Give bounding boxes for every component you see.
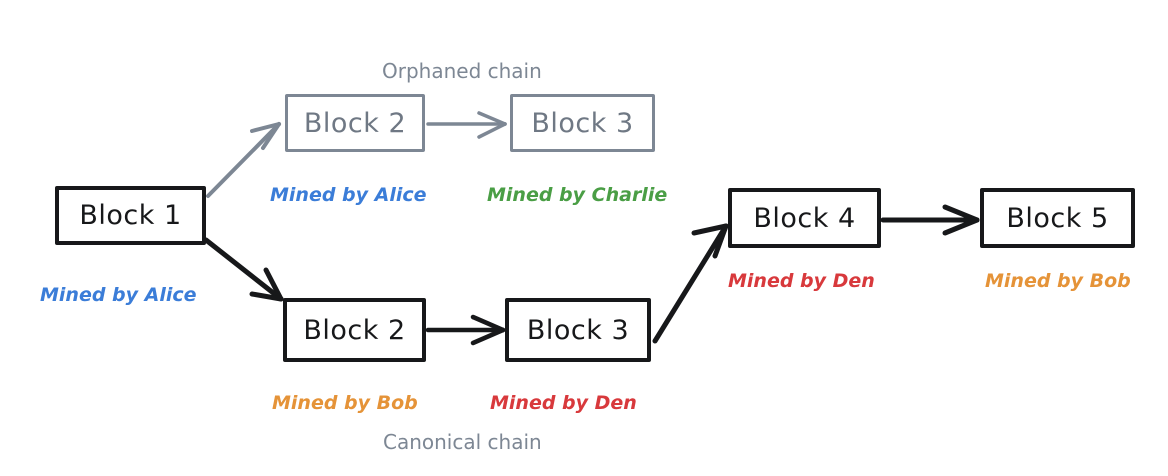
canonical-block-4-label: Block 4 xyxy=(753,202,856,234)
canonical-chain-caption: Canonical chain xyxy=(383,430,542,454)
orphan-block-2[interactable]: Block 2 xyxy=(285,94,425,152)
block-1-miner: Mined by Alice xyxy=(40,284,197,306)
canonical-block-2-miner: Mined by Bob xyxy=(272,392,418,414)
orphan-block-2-miner: Mined by Alice xyxy=(270,184,427,206)
edge-canon2-to-canon3 xyxy=(425,314,506,346)
orphan-block-3-label: Block 3 xyxy=(531,107,634,139)
canonical-block-3[interactable]: Block 3 xyxy=(505,298,651,362)
canonical-block-3-label: Block 3 xyxy=(526,314,630,346)
edge-genesis-to-canon2 xyxy=(203,237,284,302)
edge-orphan2-to-orphan3 xyxy=(426,111,507,139)
edge-canon3-to-canon4 xyxy=(652,223,729,344)
orphan-block-2-label: Block 2 xyxy=(303,107,407,139)
edge-canon4-to-canon5 xyxy=(880,204,980,236)
edge-genesis-to-orphan2 xyxy=(206,122,281,198)
canonical-block-5-miner: Mined by Bob xyxy=(985,270,1131,292)
orphan-block-3-miner: Mined by Charlie xyxy=(487,184,668,206)
canonical-block-5-label: Block 5 xyxy=(1006,202,1109,234)
canonical-block-4[interactable]: Block 4 xyxy=(728,188,881,248)
orphan-block-3[interactable]: Block 3 xyxy=(510,94,655,152)
canonical-block-2[interactable]: Block 2 xyxy=(283,298,426,362)
canonical-block-4-miner: Mined by Den xyxy=(728,270,875,292)
block-1[interactable]: Block 1 xyxy=(55,186,206,245)
orphaned-chain-caption: Orphaned chain xyxy=(382,59,542,83)
canonical-block-2-label: Block 2 xyxy=(303,314,406,346)
block-1-label: Block 1 xyxy=(79,200,182,231)
canonical-block-5[interactable]: Block 5 xyxy=(980,188,1135,248)
canonical-block-3-miner: Mined by Den xyxy=(490,392,637,414)
